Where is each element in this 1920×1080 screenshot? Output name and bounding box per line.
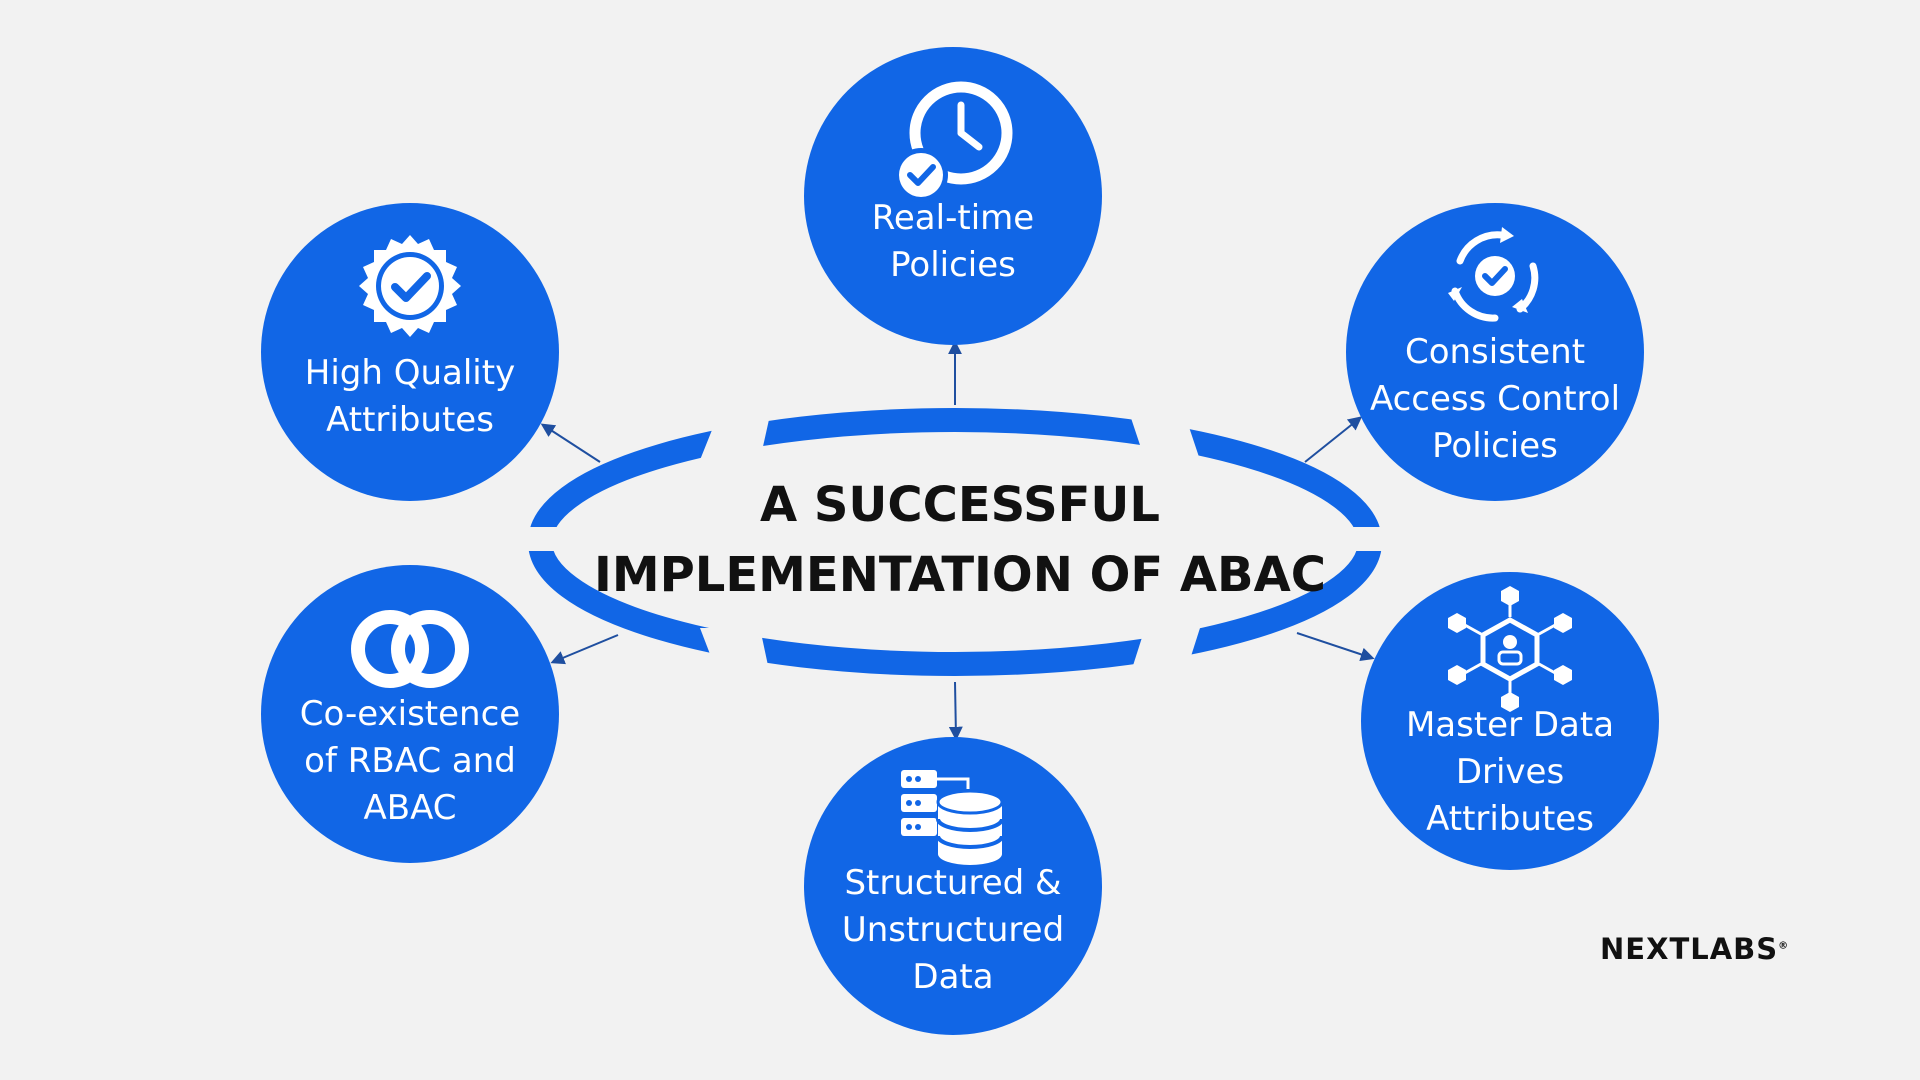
node-label: Real-time Policies <box>871 198 1035 285</box>
database-server-icon <box>901 770 1004 865</box>
node-label: Structured & Unstructured Data <box>841 863 1065 997</box>
node-master-data-drives-attributes: Master Data Drives Attributes <box>1361 572 1659 870</box>
linked-rings-icon <box>351 610 469 688</box>
clock-check-icon <box>894 81 1013 202</box>
brand-registered-mark: ® <box>1778 940 1790 952</box>
node-label: Master Data Drives Attributes <box>1405 705 1615 839</box>
diagram-title: A SUCCESSFUL IMPLEMENTATION OF ABAC <box>593 477 1327 603</box>
brand-name: NEXTLABS <box>1600 932 1779 966</box>
cycle-check-icon <box>1448 227 1539 322</box>
hexagon-network-icon <box>1448 586 1572 712</box>
arrow-to-master-data <box>1296 632 1375 662</box>
node-co-existence-rbac-abac: Co-existence of RBAC and ABAC <box>261 565 559 863</box>
node-structured-unstructured-data: Structured & Unstructured Data <box>804 737 1102 1035</box>
arrow-to-consistent-access-control <box>1304 416 1363 463</box>
arrow-to-structured-data <box>948 681 963 741</box>
node-high-quality-attributes: High Quality Attributes <box>261 203 559 501</box>
node-label: Consistent Access Control Policies <box>1369 332 1621 466</box>
arrow-to-co-existence <box>550 634 619 665</box>
brand-logo: NEXTLABS® <box>1600 932 1789 966</box>
node-real-time-policies: Real-time Policies <box>804 47 1102 345</box>
connector-arrows <box>540 340 1375 741</box>
node-consistent-access-control-policies: Consistent Access Control Policies <box>1346 203 1644 501</box>
ring-gaps <box>520 415 1390 675</box>
arrow-to-high-quality-attributes <box>540 423 601 463</box>
node-label: Co-existence of RBAC and ABAC <box>299 694 521 828</box>
node-label: High Quality Attributes <box>304 353 516 440</box>
badge-check-icon <box>359 235 461 337</box>
